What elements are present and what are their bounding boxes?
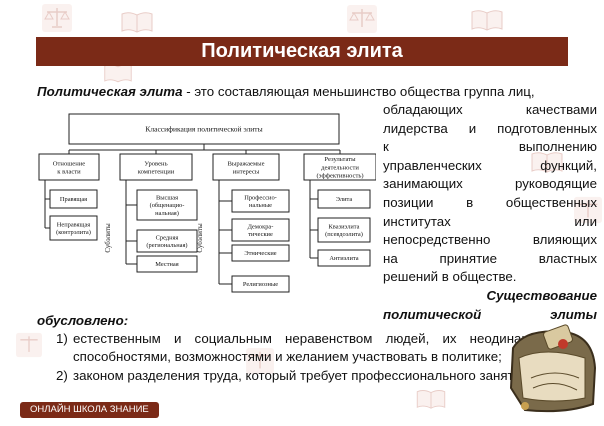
- diagram-root-group: Классификация политической элитыОтношени…: [38, 113, 376, 293]
- subhead-line: Существование: [486, 287, 598, 303]
- item-box: [49, 215, 98, 241]
- item-label: Средняя: [156, 234, 179, 241]
- item-label: нальная): [155, 210, 179, 217]
- root-box: [68, 113, 340, 145]
- item-box: [231, 244, 290, 262]
- definition-line: занимающих руководящие: [383, 176, 597, 192]
- item-label: Неправящая: [57, 221, 91, 228]
- item-label: Антиэлита: [329, 255, 358, 262]
- subhead-word: политической: [383, 306, 482, 322]
- scales-icon: [574, 196, 602, 224]
- side-label: Субэлиты: [196, 223, 204, 253]
- root-label: Классификация политической элиты: [145, 125, 262, 134]
- category-label: деятельности: [321, 164, 359, 171]
- intro-lead-text: - это составляющая меньшинство общества …: [182, 84, 535, 99]
- subhead-word: элиты: [550, 306, 597, 322]
- category-box: [303, 153, 376, 181]
- definition-line: к выполнению: [383, 139, 597, 155]
- scales-icon: [347, 5, 377, 33]
- item-label: тические: [248, 231, 273, 238]
- definition-line: лидерства и подготовленных: [383, 120, 597, 136]
- scroll-illustration-icon: [509, 324, 597, 413]
- category-box: [212, 153, 280, 181]
- item-box: [136, 255, 198, 273]
- item-label: Местная: [155, 261, 178, 268]
- subhead-line: политической элиты: [383, 306, 597, 325]
- intro-term: Политическая элита: [37, 84, 183, 99]
- item-box: [317, 189, 371, 209]
- scales-icon: [246, 348, 274, 374]
- item-box: [317, 217, 371, 243]
- book-icon: [471, 10, 503, 31]
- item-label: Высшая: [156, 194, 178, 201]
- intro-lead-line: Политическая элита - это составляющая ме…: [37, 83, 597, 102]
- category-label: компетенции: [138, 168, 175, 175]
- category-label: интересы: [233, 168, 260, 175]
- item-box: [49, 189, 98, 209]
- category-label: Выражаемые: [228, 160, 265, 167]
- item-box: [136, 229, 198, 253]
- category-label: (эффективность): [316, 172, 363, 179]
- item-box: [231, 218, 290, 242]
- item-label: (контрэлита): [56, 229, 91, 236]
- item-label: Правящая: [60, 196, 87, 203]
- item-label: (общенацио-: [150, 202, 185, 209]
- list-text: естественным и социальным неравенством л…: [73, 331, 568, 365]
- item-label: Религиозные: [243, 281, 278, 288]
- definition-line: непосредственно влияющих: [383, 232, 597, 248]
- category-label: Уровень: [144, 160, 167, 167]
- item-label: Профессио-: [244, 194, 277, 201]
- book-icon: [531, 152, 563, 173]
- item-box: [136, 189, 198, 221]
- item-box: [231, 275, 290, 293]
- item-label: (региональная): [146, 242, 187, 249]
- book-icon: [416, 390, 446, 409]
- side-label: Субэлиты: [104, 223, 112, 253]
- item-label: Элита: [336, 196, 353, 203]
- list-text: законом разделения труда, который требуе…: [73, 368, 529, 383]
- definition-line: позиции в общественных: [383, 194, 597, 210]
- definition-line: управленческих функций,: [383, 157, 597, 173]
- definition-line: на принятие властных: [383, 250, 597, 266]
- item-box: [317, 249, 371, 267]
- classification-diagram: Классификация политической элитыОтношени…: [38, 113, 376, 293]
- definition-line: решений в обществе.: [383, 269, 517, 285]
- category-label: Отношение: [53, 160, 86, 167]
- category-label: к власти: [57, 168, 81, 175]
- subhead-end: обусловлено:: [37, 313, 129, 328]
- page-title: Политическая элита: [36, 37, 568, 66]
- item-box: [231, 189, 290, 213]
- item-label: (псевдоэлита): [325, 231, 363, 238]
- scales-icon: [42, 4, 72, 32]
- category-box: [38, 153, 100, 181]
- book-icon: [121, 12, 153, 33]
- list-number: 1): [56, 331, 68, 346]
- list-number: 2): [56, 368, 68, 383]
- item-label: Квазиэлита: [329, 223, 360, 230]
- school-badge: ОНЛАЙН ШКОЛА ЗНАНИЕ: [20, 402, 159, 418]
- scales-icon: [16, 332, 42, 358]
- item-label: нальные: [249, 202, 272, 209]
- item-label: Демокра-: [248, 223, 274, 230]
- category-label: Результаты: [324, 156, 356, 163]
- item-label: Этнические: [244, 250, 276, 257]
- list-item: 1) естественным и социальным неравенство…: [56, 330, 568, 368]
- definition-line: обладающих качествами: [383, 102, 597, 117]
- category-box: [119, 153, 193, 181]
- intro-definition: обладающих качествами лидерства и подгот…: [383, 101, 597, 324]
- list-item: 2) законом разделения труда, который тре…: [56, 367, 568, 387]
- definition-line: институтах или: [383, 213, 597, 229]
